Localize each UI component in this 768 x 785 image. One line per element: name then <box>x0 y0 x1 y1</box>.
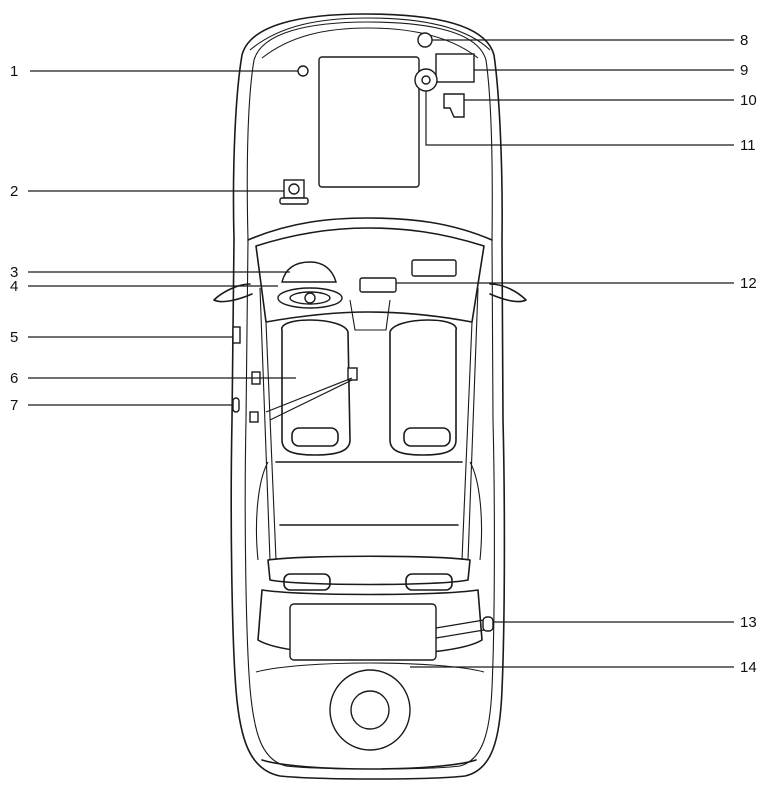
components <box>232 32 494 751</box>
dash-module <box>411 259 457 277</box>
component-8 <box>417 32 433 48</box>
callout-12: 12 <box>740 275 757 292</box>
component-6 <box>347 367 358 381</box>
component-5 <box>232 326 241 344</box>
left-rail-2 <box>259 287 271 561</box>
component-3 <box>281 261 337 283</box>
callout-3: 3 <box>10 264 18 281</box>
right-front-seat <box>389 319 457 456</box>
belt-buckle <box>249 411 259 423</box>
left-rail <box>265 321 277 561</box>
trunk-line <box>255 662 485 673</box>
right-rear-door-curve <box>469 461 483 561</box>
right-mirror <box>489 283 527 303</box>
rear-box <box>289 603 437 661</box>
callout-7: 7 <box>10 397 18 414</box>
left-front-seat <box>281 319 351 456</box>
front-bumper-inner <box>261 27 479 59</box>
component-13 <box>482 616 494 632</box>
callout-14: 14 <box>740 659 757 676</box>
component-10 <box>443 93 465 118</box>
right-front-headrest <box>403 427 451 447</box>
callout-4: 4 <box>10 278 18 295</box>
front-bumper <box>249 17 491 51</box>
cowl-line <box>247 217 493 241</box>
rear-bumper <box>261 759 477 770</box>
callout-11: 11 <box>740 137 756 154</box>
component-9 <box>435 53 475 83</box>
component-4-center <box>304 292 316 304</box>
rear-left-headrest <box>283 573 331 591</box>
callout-10: 10 <box>740 92 757 109</box>
component-11-inner <box>421 75 431 85</box>
component-7 <box>232 397 240 413</box>
rear-right-headrest <box>405 573 453 591</box>
callout-numbers: 1 2 3 4 5 6 7 8 9 10 11 12 13 14 <box>10 32 757 676</box>
rear-cable-2 <box>435 629 485 639</box>
left-front-headrest <box>291 427 339 447</box>
callout-9: 9 <box>740 62 748 79</box>
seatbelt-strap <box>269 379 353 421</box>
component-2-center <box>288 183 300 195</box>
component-12 <box>359 277 397 293</box>
right-rail <box>461 321 473 561</box>
left-rear-door-curve <box>255 461 269 561</box>
callout-6: 6 <box>10 370 18 387</box>
callout-8: 8 <box>740 32 748 49</box>
rear-cable <box>435 619 485 629</box>
right-rail-2 <box>467 287 479 561</box>
center-console <box>349 299 391 331</box>
callout-5: 5 <box>10 329 18 346</box>
callout-2: 2 <box>10 183 18 200</box>
callout-13: 13 <box>740 614 757 631</box>
component-2-base <box>279 197 309 205</box>
engine-bay-block <box>318 56 420 188</box>
leader-lines <box>28 39 734 668</box>
component-14-hub <box>350 690 390 730</box>
callout-1: 1 <box>10 63 18 80</box>
leader-11 <box>425 91 734 146</box>
component-1 <box>297 65 309 77</box>
seatbelt-strap-2 <box>265 377 353 413</box>
rear-seat <box>267 555 471 586</box>
